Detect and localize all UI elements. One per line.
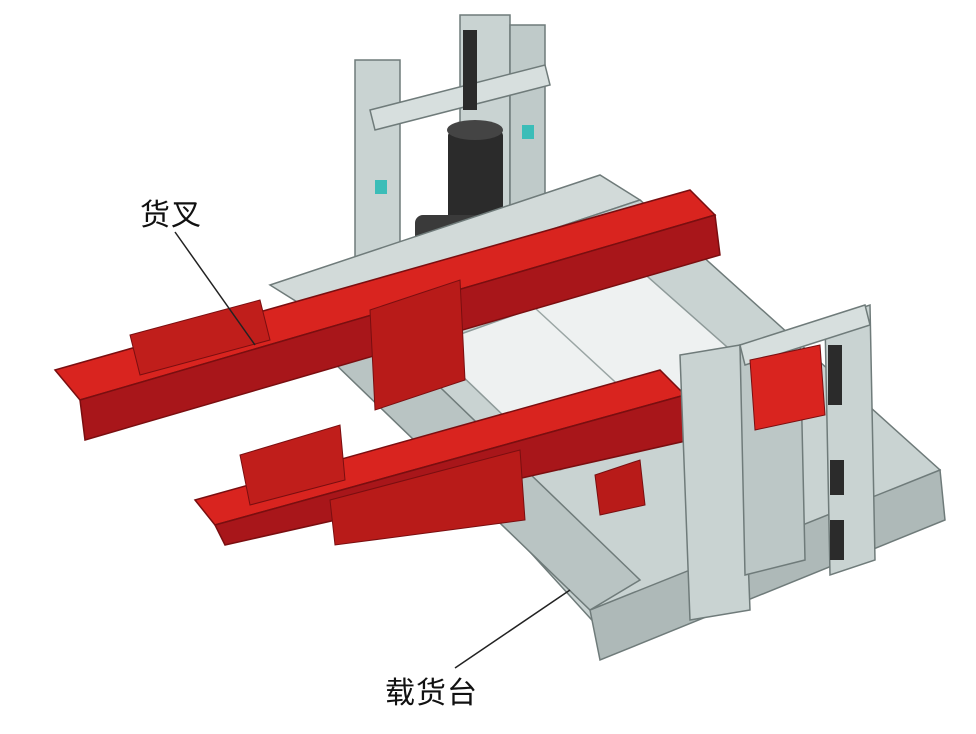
- fork-label: 货叉: [140, 198, 202, 233]
- platform-leader-line: [454, 589, 571, 669]
- front-mast: [679, 303, 876, 621]
- loading-platform-label: 载货台: [385, 676, 478, 711]
- fork-upper: [53, 189, 721, 441]
- fork-lower: [193, 369, 691, 546]
- fork-leader-line: [174, 231, 256, 346]
